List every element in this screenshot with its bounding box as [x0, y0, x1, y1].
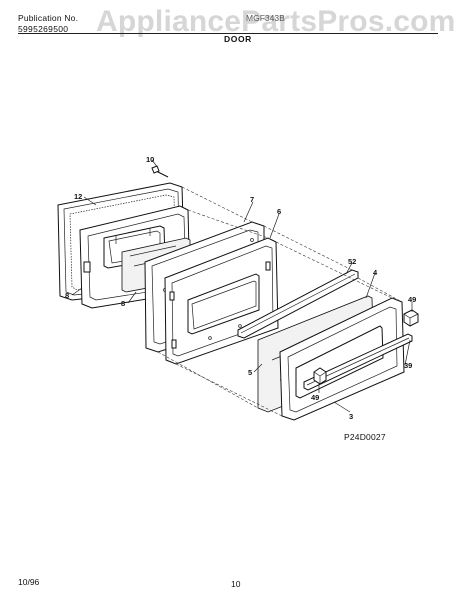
callout-5-leader	[253, 363, 263, 373]
callout-10: 10	[146, 155, 154, 164]
publication-label: Publication No.	[18, 13, 79, 23]
handle-end-cap-left	[313, 367, 327, 385]
section-title: DOOR	[224, 34, 252, 44]
alignment-lines	[157, 186, 403, 417]
callout-49-left: 49	[311, 393, 319, 402]
callout-52: 52	[348, 257, 356, 266]
watermark: AppliancePartsPros.com	[96, 5, 456, 38]
callout-8-left: 8	[65, 291, 69, 300]
handle-end-cap-right	[403, 309, 419, 327]
screw	[151, 165, 169, 178]
callout-5: 5	[248, 368, 252, 377]
callout-7: 7	[250, 195, 254, 204]
callout-12: 12	[74, 192, 82, 201]
callout-49-right: 49	[408, 295, 416, 304]
callout-leaders	[71, 159, 413, 413]
model-number: MGF343B	[246, 13, 285, 23]
callout-8-glass: 8	[121, 299, 125, 308]
callout-39: 39	[404, 361, 412, 370]
callout-labels: 10 12 7 6 8 8 52 4 49 5 39 49 3	[65, 155, 416, 421]
callout-4: 4	[373, 268, 378, 277]
callout-3: 3	[349, 412, 353, 421]
header-rule	[18, 33, 438, 34]
page-number: 10	[231, 579, 241, 589]
publication-number: 5995269500	[18, 24, 69, 34]
footer-date: 10/96	[18, 577, 40, 587]
figure-code: P24D0027	[344, 432, 386, 442]
callout-6: 6	[277, 207, 281, 216]
